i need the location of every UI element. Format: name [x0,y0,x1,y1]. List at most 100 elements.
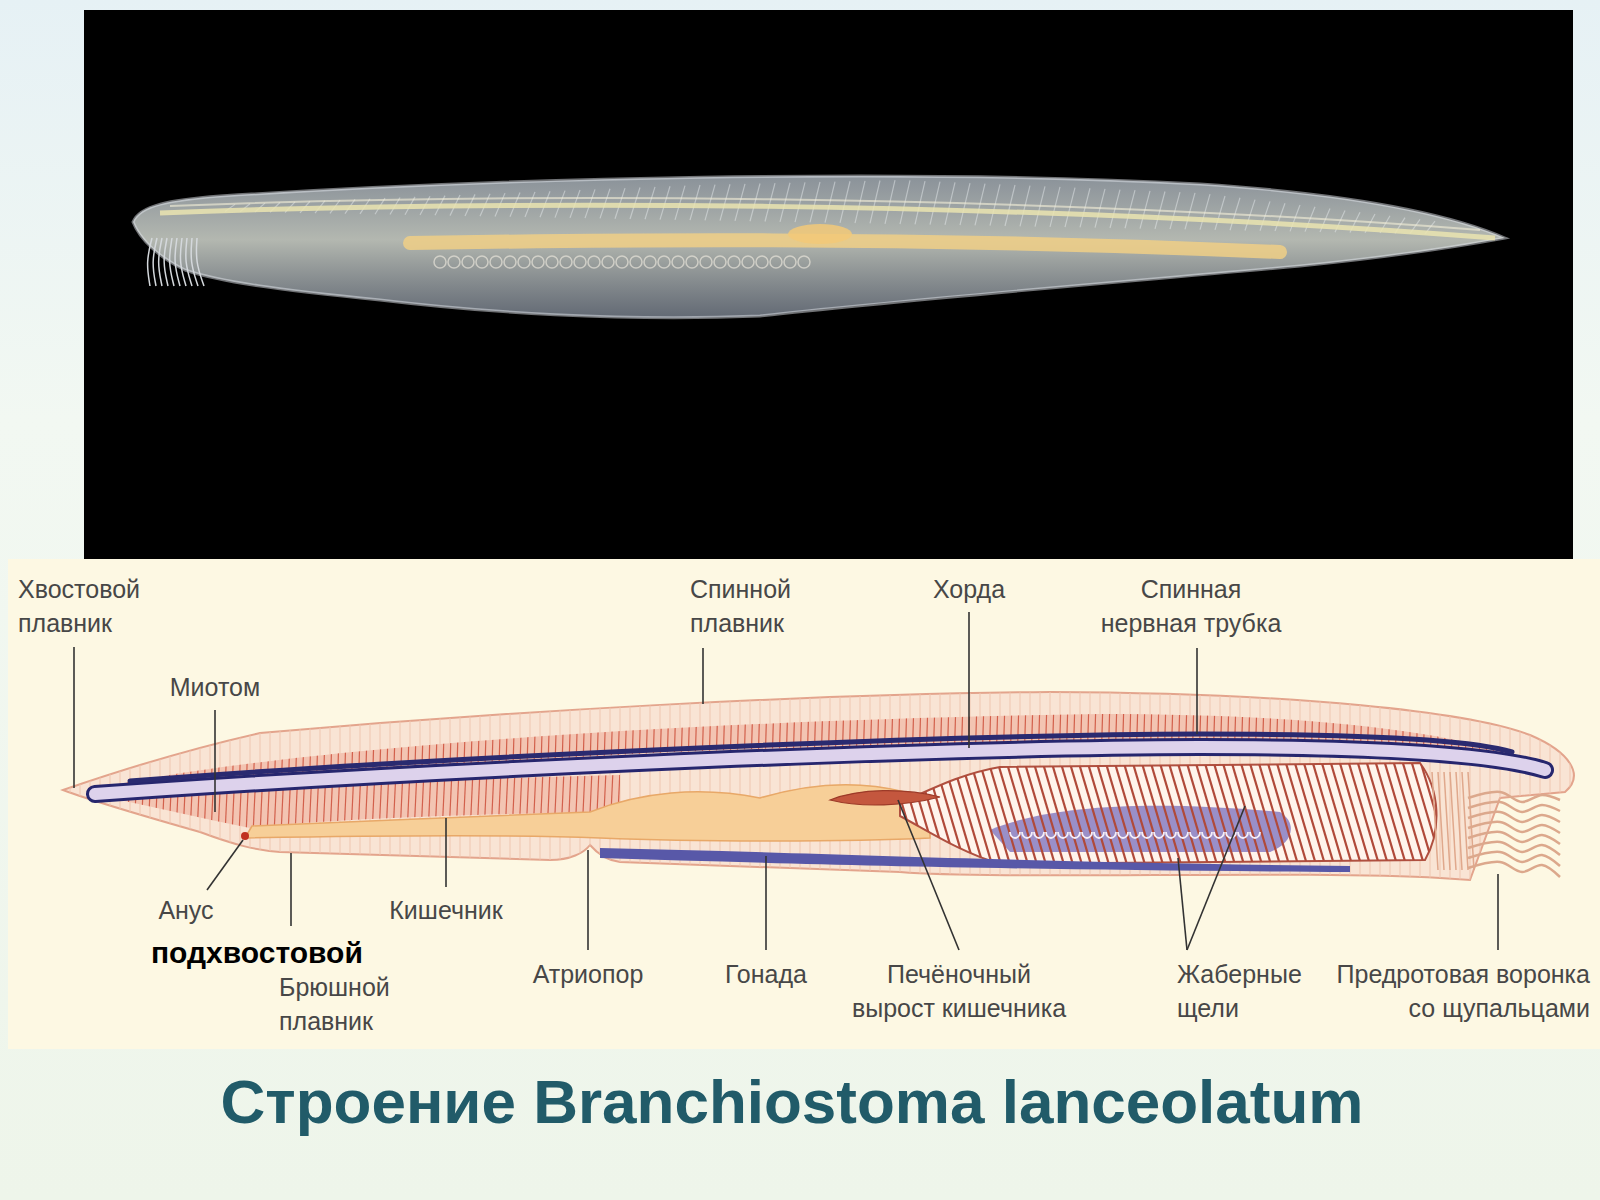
gill-bar [952,760,984,868]
gill-bar [1042,760,1074,868]
leader-line [214,710,216,812]
scallop [1046,832,1056,838]
part-label: Атриопор [532,957,645,991]
photo-tentacle [159,238,162,286]
scallop [1082,832,1092,838]
gill-bar [1150,760,1182,868]
gill-bar [1132,760,1164,868]
anus-mark [241,832,249,840]
gill-bar [1177,760,1209,868]
photo-gill [616,256,628,268]
oral-hood-rib [1444,772,1450,870]
photo-gill [644,256,656,268]
photo-gill [504,256,516,268]
part-label: Жаберные щели [1177,957,1197,1025]
gill-slits [880,760,1479,868]
myotome [715,700,718,800]
myotome [106,770,109,835]
scallop [1034,832,1044,838]
gill-bar [1213,760,1245,868]
scallop [1166,832,1176,838]
fin-ray [1540,680,1541,890]
fin-ray [1440,680,1441,890]
scallop [1238,832,1248,838]
scallop [1106,832,1116,838]
tentacle [1468,862,1560,877]
gill-bar [1204,760,1236,868]
gill-bar [1033,760,1065,868]
part-label: Гонада [724,957,808,991]
gill-bar [898,760,930,868]
photo-gill [490,256,502,268]
scallop [1214,832,1224,838]
part-label: Кишечник [388,893,504,927]
fin-ray [70,680,71,890]
annotation-text: подхвостовой [151,932,365,973]
lancelet-photo-body [133,176,1505,318]
leader-line [1187,806,1245,950]
gill-bar [925,760,957,868]
tentacle [1468,812,1560,822]
oral-hood-rib [1456,772,1462,870]
leader-line [1497,874,1499,950]
scallop [1070,832,1080,838]
fin-ray [60,680,61,890]
leader-line [587,850,589,950]
part-label: Печёночный вырост кишечника [852,957,1067,1025]
photo-tentacles [148,238,204,286]
leader-line [898,800,959,950]
part-label: Спинной плавник [690,572,710,640]
gill-bar [1267,760,1299,868]
gill-bar [1078,760,1110,868]
photo-gill [476,256,488,268]
gill-bar [1249,760,1281,868]
part-label: Брюшной плавник [279,970,299,1038]
photo-gill [574,256,586,268]
scallop [1250,832,1260,838]
gill-bar [1168,760,1200,868]
gill-bar [1366,760,1398,868]
gill-bar [1240,760,1272,868]
gill-bar [880,760,912,868]
photo-myomere [675,186,685,220]
gill-bar [1294,760,1326,868]
oral-hood-rib [1438,772,1444,870]
photo-myomere [705,185,715,221]
photo-myomere [810,182,820,222]
myotome [729,700,732,800]
gill-bar [1123,760,1155,868]
gill-bar [1069,760,1101,868]
gill-bar [1114,760,1146,868]
tentacle [1468,832,1560,844]
gill-bar [916,760,948,868]
leader-line [73,647,75,788]
photo-myomere [840,181,850,223]
leader-line [1178,858,1187,950]
myotome [1527,700,1530,800]
scallop [1022,832,1032,838]
gill-bar [1006,760,1038,868]
myotome [92,700,95,800]
scallop [1058,832,1068,838]
scallop [1154,832,1164,838]
oral-hood-rib [1450,772,1456,870]
photo-tentacle [180,238,186,286]
pharynx-scallops [1010,832,1260,838]
photo-gill [700,256,712,268]
gill-bar [1348,760,1380,868]
gill-bar [943,760,975,868]
photo-myomere [735,184,745,221]
gill-bar [1375,760,1407,868]
gill-bar [1303,760,1335,868]
photo-gill [462,256,474,268]
gill-bar [889,760,921,868]
fin-ray [1520,680,1521,890]
photo-myomere [750,184,760,222]
leader-line [445,818,447,887]
leader-lines [74,612,1498,950]
leader-line [1196,648,1198,734]
photo-gills [434,256,810,268]
gill-bar [934,760,966,868]
gill-bar [907,760,939,868]
photo-tentacle [153,238,157,286]
